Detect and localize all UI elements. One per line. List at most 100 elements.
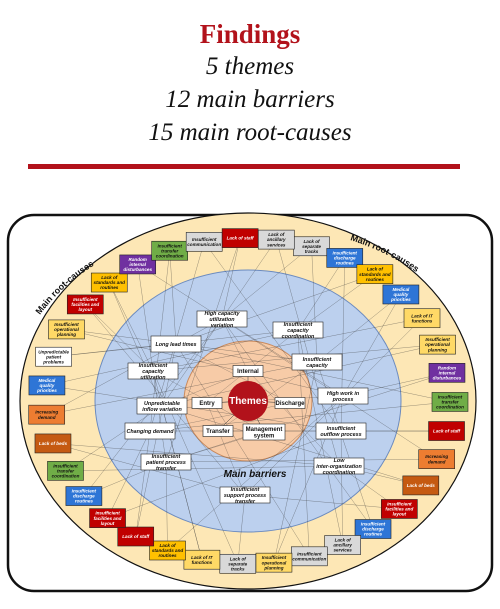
barrier-box: Changing demand — [124, 422, 176, 440]
root-cause-box: Lack of staff — [117, 526, 155, 547]
connector-line — [342, 294, 402, 397]
connector-line — [65, 405, 163, 472]
root-cause-box-box — [428, 363, 466, 383]
barrier-box-box — [317, 387, 369, 405]
barrier-box-box — [315, 422, 367, 440]
theme-box-label: Transfer — [206, 429, 230, 435]
root-cause-box-box — [34, 433, 72, 454]
themes-center-label: Themes — [229, 396, 267, 407]
connector-line — [107, 430, 342, 519]
connector-line — [167, 395, 344, 551]
barriers-count: 12 main barriers — [165, 86, 335, 113]
theme-box: Internal — [232, 365, 264, 377]
connector-line — [175, 343, 451, 403]
root-causes-count: 15 main root-causes — [148, 119, 352, 146]
theme-box-box — [232, 365, 264, 377]
connector-line — [52, 443, 340, 467]
theme-box-box — [191, 397, 223, 409]
main-barriers-label: Main barriers — [224, 469, 287, 480]
connector-line — [297, 257, 345, 331]
theme-box-label: Internal — [237, 369, 259, 375]
root-cause-box: Lack of staff — [221, 228, 259, 248]
barrier-box-box — [140, 453, 192, 471]
connector-line — [244, 318, 423, 496]
root-cause-box-box — [356, 264, 394, 284]
connector-line — [221, 318, 374, 530]
root-cause-box-box — [117, 526, 155, 547]
barrier-box-box — [272, 321, 324, 339]
connector-line — [340, 430, 343, 545]
root-cause-box-box — [119, 254, 157, 275]
connector-line — [109, 282, 163, 407]
theme-box: Discharge — [274, 397, 306, 409]
connector-line — [46, 329, 299, 386]
connector-line — [221, 318, 249, 372]
theme-box-box — [274, 397, 306, 409]
root-cause-box-box — [403, 308, 441, 329]
connector-line — [244, 494, 400, 510]
connector-line — [137, 264, 344, 397]
findings-header: Findings 5 themes 12 main barriers 15 ma… — [0, 18, 500, 149]
barrier-box-label: Long lead times — [155, 342, 196, 348]
connector-line — [85, 304, 154, 372]
themes-count: 5 themes — [205, 53, 295, 80]
root-cause-box-label: Lack of staff — [122, 534, 149, 539]
connector-line — [165, 461, 168, 551]
barrier-box-label: Changing demand — [126, 429, 174, 435]
barrier-box-box — [136, 397, 188, 415]
theme-box-box — [202, 425, 234, 437]
barrier-box-box — [124, 422, 176, 440]
root-cause-box-box — [326, 248, 364, 268]
title-underline — [28, 164, 460, 169]
connector-line — [107, 430, 151, 519]
root-cause-box-box — [257, 229, 295, 250]
connector-line — [165, 458, 437, 463]
root-cause-box-box — [65, 486, 103, 506]
